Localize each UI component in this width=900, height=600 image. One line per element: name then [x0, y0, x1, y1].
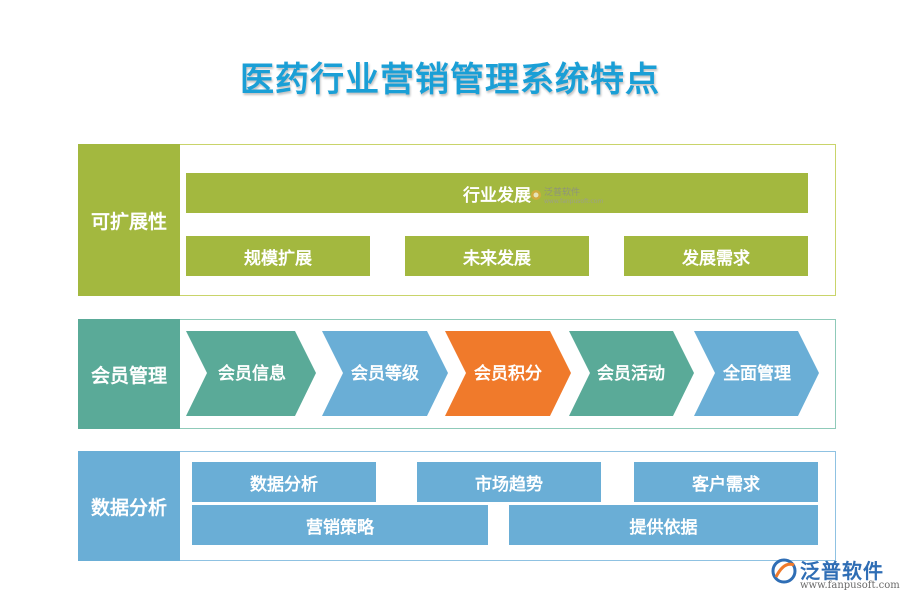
step-member-points-label: 会员积分 [474, 363, 542, 384]
logo-name: 泛普软件 [800, 559, 884, 583]
watermark-url: www.fanpusoft.com [544, 198, 604, 205]
section-label-member-management: 会员管理 [78, 319, 180, 429]
marketing-strategy-box: 营销策略 [192, 505, 488, 545]
logo-url: www.fanpusoft.com [800, 580, 900, 591]
step-member-info-label: 会员信息 [218, 363, 286, 384]
page-title: 医药行业营销管理系统特点 [240, 60, 660, 100]
marketing-strategy-label: 营销策略 [306, 517, 374, 538]
step-member-points-arrow [445, 331, 571, 416]
provide-basis-box: 提供依据 [509, 505, 818, 545]
market-trend-box: 市场趋势 [417, 462, 601, 502]
future-development-label: 未来发展 [463, 248, 531, 269]
market-trend-label: 市场趋势 [475, 474, 543, 495]
step-member-level-label: 会员等级 [351, 363, 419, 384]
step-full-management-label: 全面管理 [722, 363, 791, 384]
step-full-management-arrow [694, 331, 819, 416]
section-label-data-analysis: 数据分析 [78, 451, 180, 561]
industry-development-box: 行业发展 [186, 173, 808, 213]
step-member-level-arrow [322, 331, 448, 416]
watermark-text: 泛普软件 [544, 188, 581, 198]
brand-logo: 泛普软件 www.fanpusoft.com [770, 555, 900, 595]
step-member-activities-arrow [569, 331, 694, 416]
customer-needs-label: 客户需求 [692, 474, 760, 495]
section-label-scalability: 可扩展性 [78, 144, 180, 296]
scale-expansion-box: 规模扩展 [186, 236, 370, 276]
watermark-logo-icon [531, 190, 541, 200]
industry-development-label: 行业发展 [463, 185, 531, 206]
fanpu-logo-icon [771, 558, 797, 584]
step-member-activities-label: 会员活动 [597, 363, 665, 384]
scale-expansion-label: 规模扩展 [244, 248, 312, 269]
step-member-info-arrow [186, 331, 316, 416]
development-needs-box: 发展需求 [624, 236, 808, 276]
development-needs-label: 发展需求 [682, 248, 750, 269]
customer-needs-box: 客户需求 [634, 462, 818, 502]
data-analysis-label: 数据分析 [250, 474, 318, 495]
future-development-box: 未来发展 [405, 236, 589, 276]
data-analysis-box: 数据分析 [192, 462, 376, 502]
provide-basis-label: 提供依据 [629, 517, 698, 538]
watermark: 泛普软件 www.fanpusoft.com [530, 185, 603, 205]
